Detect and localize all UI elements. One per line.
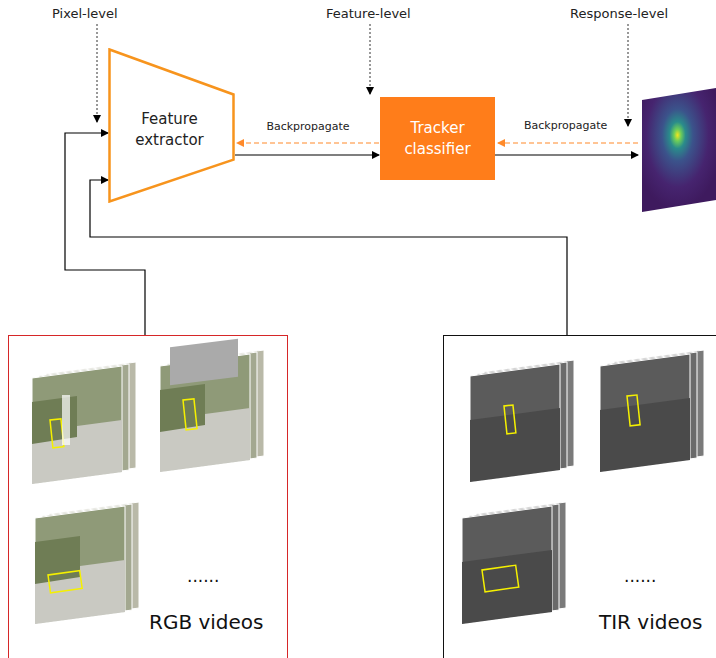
- node-label: Tracker classifier: [388, 118, 488, 160]
- flow-arrow: [235, 154, 379, 155]
- trapezoid-shape: [110, 50, 234, 202]
- level-label: Pixel-level: [52, 6, 118, 21]
- node-label: Feature extractor: [120, 109, 220, 151]
- edge-label: Backpropagate: [264, 120, 351, 133]
- group-title: RGB videos: [149, 610, 264, 634]
- group-title: TIR videos: [599, 610, 702, 634]
- flow-label: Backpropagate: [522, 119, 609, 132]
- feature-extractor: Feature extractor: [108, 48, 235, 203]
- ellipsis-text: ......: [624, 566, 656, 586]
- level-label: Response-level: [570, 6, 668, 21]
- flow-arrow: [90, 180, 567, 335]
- tir-video-group: ...... TIR videos: [443, 335, 716, 658]
- tracker-classifier: Tracker classifier: [380, 97, 495, 180]
- rgb-video-group: ...... RGB videos: [8, 335, 288, 658]
- level-label: Feature-level: [326, 6, 411, 21]
- backprop-arrow: [237, 142, 379, 143]
- ellipsis-text: ......: [187, 566, 219, 586]
